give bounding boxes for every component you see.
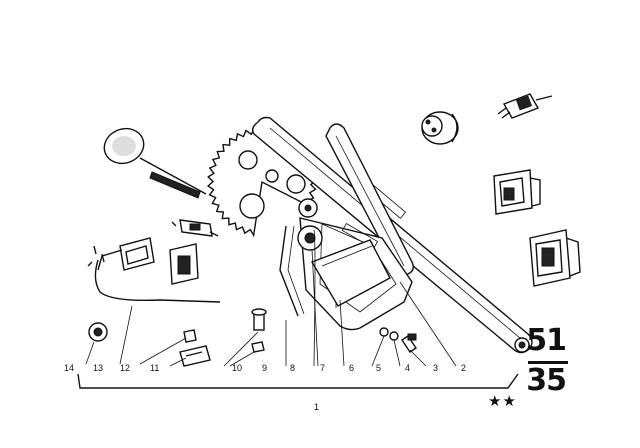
gear-hole xyxy=(239,193,265,219)
guide-rail xyxy=(279,225,299,317)
bolt xyxy=(401,333,417,353)
callout-12: 12 xyxy=(120,363,130,373)
rocker-switch-lower xyxy=(529,229,581,287)
gear-hole xyxy=(238,150,258,170)
washer xyxy=(379,327,389,337)
screw xyxy=(251,308,267,331)
star-marks: ★★ xyxy=(488,392,517,410)
relay-plug xyxy=(169,243,199,285)
callout-4: 4 xyxy=(405,363,410,373)
round-switch xyxy=(421,111,459,145)
callout-7: 7 xyxy=(320,363,325,373)
leader-lines xyxy=(85,229,457,367)
callout-6: 6 xyxy=(349,363,354,373)
callout-labels: 14 13 12 11 10 9 8 7 6 5 4 3 2 1 xyxy=(64,363,466,412)
cable-clip xyxy=(183,329,197,343)
callout-8: 8 xyxy=(290,363,295,373)
gear-hole xyxy=(286,174,306,194)
callout-11: 11 xyxy=(150,363,159,373)
rocker-switch-upper xyxy=(493,169,541,215)
callout-5: 5 xyxy=(376,363,381,373)
window-crank xyxy=(103,127,207,199)
drive-pinion xyxy=(297,198,323,251)
grommet xyxy=(88,322,108,342)
cable-connector xyxy=(97,237,155,271)
callout-2: 2 xyxy=(461,363,466,373)
callout-13: 13 xyxy=(93,363,103,373)
drive-motor xyxy=(310,239,391,307)
assembly-bracket xyxy=(77,373,519,389)
group-number-top: 51 xyxy=(526,323,567,358)
mounting-bracket xyxy=(179,345,211,367)
limit-switch xyxy=(171,219,219,237)
callout-9: 9 xyxy=(262,363,267,373)
callout-3: 3 xyxy=(433,363,438,373)
callout-14: 14 xyxy=(64,363,74,373)
callout-1: 1 xyxy=(314,402,319,412)
plug-connector xyxy=(497,93,553,119)
spring-washer xyxy=(389,331,399,341)
gear-hole xyxy=(265,169,279,183)
nut xyxy=(251,341,265,353)
group-number-bottom: 35 xyxy=(526,363,567,398)
callout-10: 10 xyxy=(232,363,242,373)
group-number-divider xyxy=(528,361,568,364)
